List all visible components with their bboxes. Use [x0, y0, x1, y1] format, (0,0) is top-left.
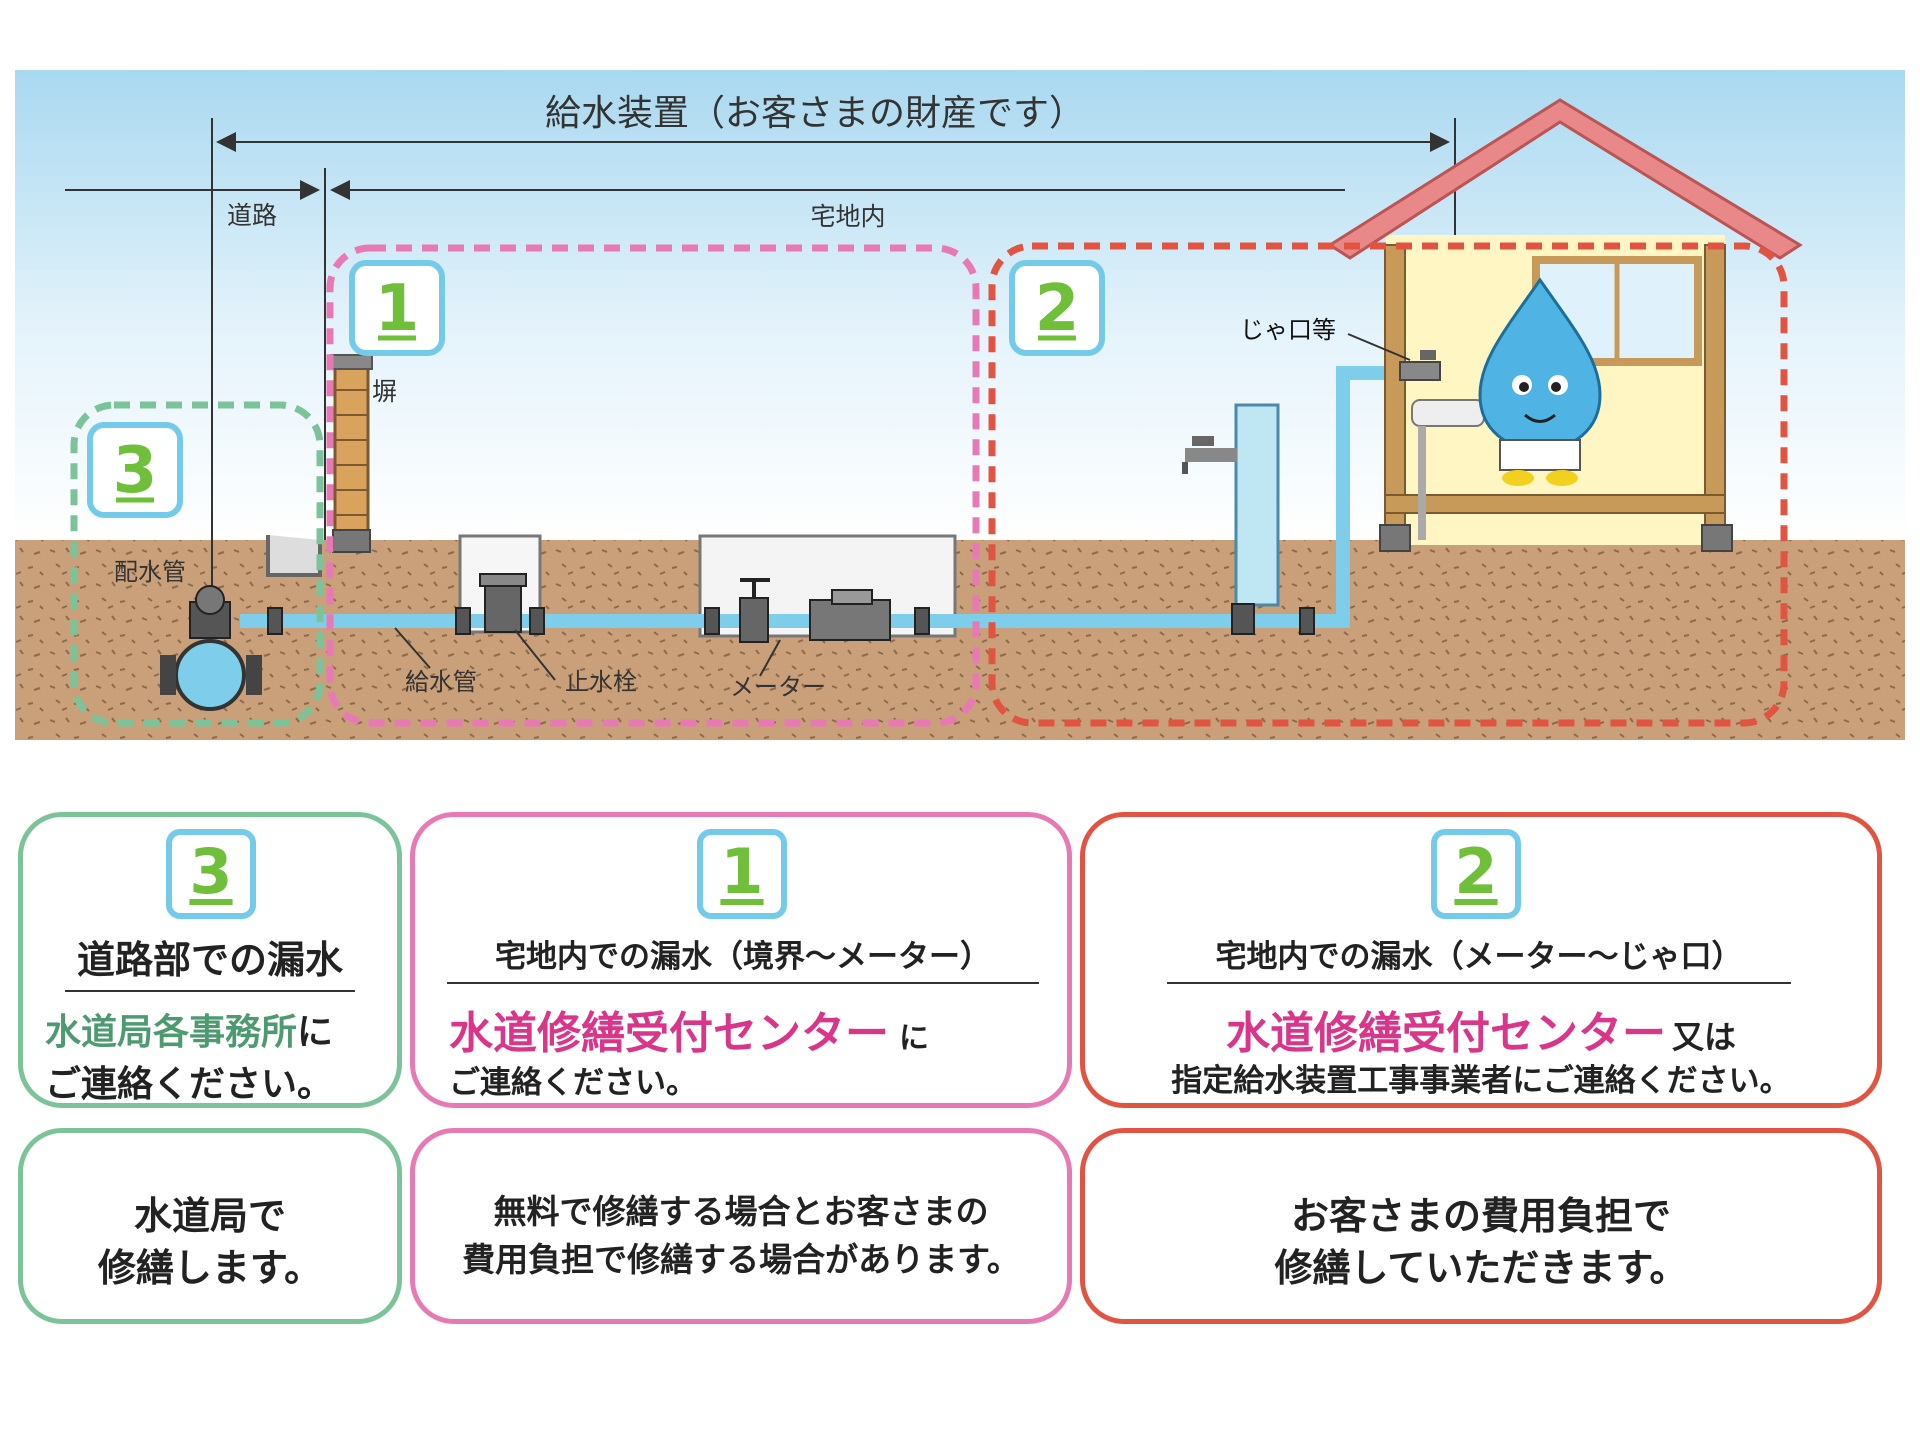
water-drop-mascot [1478, 277, 1602, 486]
lot-meter-repair-line2: 費用負担で修繕する場合があります。 [462, 1240, 1020, 1279]
top-label: 給水装置（お客さまの財産です） [545, 93, 1085, 134]
faucet-label: じゃ口等 [1240, 316, 1336, 344]
road-badge: 3 [166, 829, 256, 919]
water-supply-diagram: 給水装置（お客さまの財産です） 道路 宅地内 塀 配水管 [15, 70, 1905, 740]
curb [266, 535, 322, 577]
road-contact-line1: 水道局各事務所に [45, 1003, 333, 1055]
stop-valve [479, 573, 527, 633]
lot-meter-repair-line1: 無料で修繕する場合とお客さまの [493, 1192, 989, 1231]
meter-faucet-badge: 2 [1431, 829, 1521, 919]
road-title: 道路部での漏水 [65, 929, 355, 992]
zone-2-outline [988, 242, 1788, 727]
wall-label: 塀 [372, 377, 397, 406]
zone-3-outline [70, 401, 324, 727]
lot-meter-contact-line1: 水道修繕受付センターに [449, 997, 929, 1061]
road-contact-panel: 3 道路部での漏水 水道局各事務所に ご連絡ください。 [18, 812, 402, 1108]
meter-faucet-repair-line1: お客さまの費用負担で [1290, 1194, 1671, 1238]
road-repair-line2: 修繕します。 [97, 1246, 323, 1290]
block-wall [330, 354, 373, 553]
pipe-fittings [267, 603, 1315, 635]
dimension-lines [65, 118, 1456, 605]
outdoor-faucet [1182, 436, 1237, 474]
meter-faucet-contact-panel: 2 宅地内での漏水（メーター〜じゃ口） 水道修繕受付センター又は 指定給水装置工… [1080, 812, 1882, 1108]
zone-badge-1: 1 [349, 260, 445, 356]
meter-faucet-title: 宅地内での漏水（メーター〜じゃ口） [1167, 931, 1791, 984]
lot-label: 宅地内 [810, 202, 885, 231]
road-contact-line2: ご連絡ください。 [45, 1064, 334, 1105]
road-contact-suffix: に [297, 1012, 334, 1053]
main-pipe-label: 配水管 [114, 558, 186, 586]
road-repair-panel: 水道局で 修繕します。 [18, 1128, 402, 1324]
lot-meter-title: 宅地内での漏水（境界〜メーター） [447, 931, 1039, 984]
indoor-faucet [1399, 350, 1441, 381]
lot-meter-contact-suffix: に [899, 1021, 929, 1056]
road-repair-line1: 水道局で [133, 1194, 286, 1238]
meter-faucet-contact-suffix: 又は [1671, 1018, 1736, 1056]
zone-badge-2: 2 [1009, 260, 1105, 356]
lot-meter-repair-panel: 無料で修繕する場合とお客さまの 費用負担で修繕する場合があります。 [410, 1128, 1072, 1324]
lot-meter-badge: 1 [697, 829, 787, 919]
meter-label: メーター [730, 673, 826, 701]
zone-badge-3: 3 [87, 422, 183, 518]
lot-meter-contact-name: 水道修繕受付センター [449, 1008, 889, 1059]
road-contact-name: 水道局各事務所 [45, 1012, 298, 1053]
lot-meter-contact-line2: ご連絡ください。 [449, 1065, 697, 1101]
stop-valve-label: 止水栓 [565, 668, 637, 696]
road-label: 道路 [227, 201, 277, 230]
service-pipe-label: 給水管 [405, 668, 477, 696]
svg-text:1: 1 [375, 272, 420, 346]
svg-text:3: 3 [113, 434, 158, 508]
lot-meter-contact-panel: 1 宅地内での漏水（境界〜メーター） 水道修繕受付センターに ご連絡ください。 [410, 812, 1072, 1108]
meter-faucet-contact-line1: 水道修繕受付センター又は [1085, 997, 1877, 1061]
svg-text:2: 2 [1035, 272, 1080, 346]
meter-faucet-contact-name: 水道修繕受付センター [1225, 1008, 1666, 1059]
meter-faucet-repair-panel: お客さまの費用負担で 修繕していただきます。 [1080, 1128, 1882, 1324]
water-meter [739, 578, 891, 643]
meter-faucet-repair-line2: 修繕していただきます。 [1274, 1246, 1688, 1290]
main-pipe [160, 585, 262, 711]
meter-faucet-contact-line2: 指定給水装置工事事業者にご連絡ください。 [1171, 1063, 1791, 1099]
zone-1-outline [326, 244, 980, 727]
